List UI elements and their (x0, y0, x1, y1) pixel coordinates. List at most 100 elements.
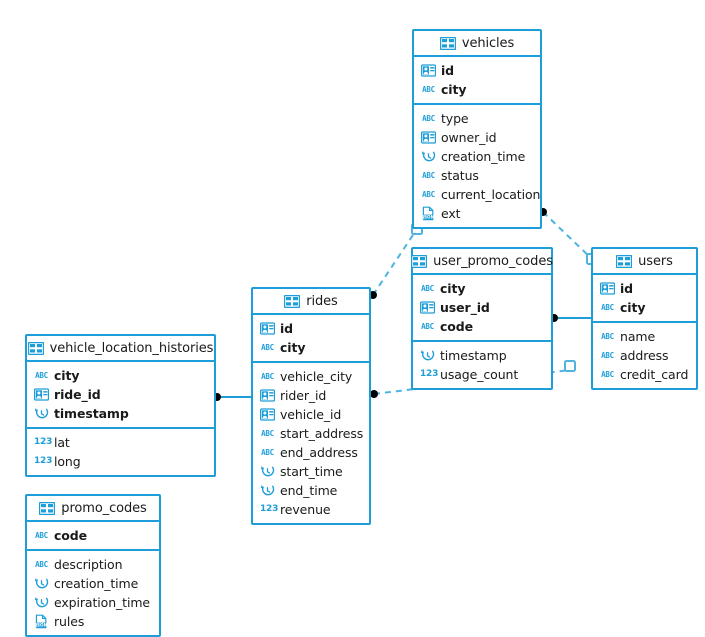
field-label: end_address (280, 445, 358, 460)
123-number-icon: 123 (34, 437, 53, 447)
primary-key-group: ABC code (27, 522, 159, 551)
field-row-rules[interactable]: JSON rules (27, 612, 159, 631)
entity-header-promo_codes[interactable]: promo_codes (27, 496, 159, 522)
field-row-user_id[interactable]: user_id (413, 298, 551, 317)
field-label: rules (54, 614, 85, 629)
clock-icon (420, 348, 435, 363)
entity-header-users[interactable]: users (593, 249, 696, 275)
table-grid-icon (411, 254, 428, 268)
field-label: city (441, 82, 467, 97)
relationship-vehicle_location_histories-to-rides[interactable] (213, 393, 251, 401)
entity-header-user_promo_codes[interactable]: user_promo_codes (411, 249, 553, 275)
table-grid-icon (284, 294, 301, 308)
entity-title: rides (306, 293, 338, 309)
field-row-ride_id[interactable]: ride_id (27, 385, 214, 404)
field-label: ride_id (54, 387, 101, 402)
abc-string-icon: ABC (422, 171, 435, 180)
field-row-id[interactable]: id (414, 61, 540, 80)
abc-string-icon: ABC (35, 531, 48, 540)
field-row-creation_time[interactable]: creation_time (414, 147, 540, 166)
field-label: revenue (280, 502, 331, 517)
abc-string-icon: ABC (601, 332, 614, 341)
field-label: timestamp (54, 406, 129, 421)
abc-string-icon: ABC (601, 370, 614, 379)
field-label: owner_id (441, 130, 497, 145)
id-card-icon (600, 281, 615, 296)
field-label: city (54, 368, 80, 383)
clock-icon (34, 406, 49, 421)
field-label: city (280, 340, 306, 355)
entity-header-vehicles[interactable]: vehicles (414, 31, 540, 57)
json-file-icon: JSON (34, 614, 49, 629)
abc-string-icon: ABC (261, 429, 274, 438)
field-label: id (441, 63, 455, 78)
field-label: start_address (280, 426, 364, 441)
relationship-endpoint-dot (370, 390, 378, 398)
id-card-icon (421, 63, 436, 78)
field-row-end_time[interactable]: end_time (253, 481, 369, 500)
field-row-id[interactable]: id (253, 319, 369, 338)
field-label: expiration_time (54, 595, 151, 610)
field-label: type (441, 111, 469, 126)
field-row-timestamp[interactable]: timestamp (413, 346, 551, 365)
123-number-icon: 123 (420, 369, 439, 379)
entity-title: user_promo_codes (433, 253, 553, 269)
field-row-start_time[interactable]: start_time (253, 462, 369, 481)
field-label: timestamp (440, 348, 507, 363)
id-card-icon (260, 388, 275, 403)
field-label: code (54, 528, 88, 543)
id-card-icon (260, 407, 275, 422)
field-row-creation_time[interactable]: creation_time (27, 574, 159, 593)
field-row-expiration_time[interactable]: expiration_time (27, 593, 159, 612)
field-row-code[interactable]: ABC code (27, 526, 159, 545)
entity-title: users (638, 253, 673, 269)
field-row-id[interactable]: id (593, 279, 696, 298)
svg-text:JSON: JSON (34, 622, 47, 627)
field-row-vehicle_id[interactable]: vehicle_id (253, 405, 369, 424)
field-row-start_address[interactable]: ABC start_address (253, 424, 369, 443)
id-card-icon (34, 387, 49, 402)
field-row-end_address[interactable]: ABC end_address (253, 443, 369, 462)
field-label: description (54, 557, 123, 572)
field-row-rider_id[interactable]: rider_id (253, 386, 369, 405)
field-row-timestamp[interactable]: timestamp (27, 404, 214, 423)
entity-header-rides[interactable]: rides (253, 289, 369, 315)
table-grid-icon (27, 341, 44, 355)
abc-string-icon: ABC (261, 448, 274, 457)
table-grid-icon (439, 36, 456, 50)
field-row-owner_id[interactable]: owner_id (414, 128, 540, 147)
entity-header-vehicle_location_histories[interactable]: vehicle_location_histories (27, 336, 214, 362)
abc-string-icon: ABC (421, 284, 434, 293)
relationship-user_promo_codes-to-users[interactable] (550, 314, 591, 322)
